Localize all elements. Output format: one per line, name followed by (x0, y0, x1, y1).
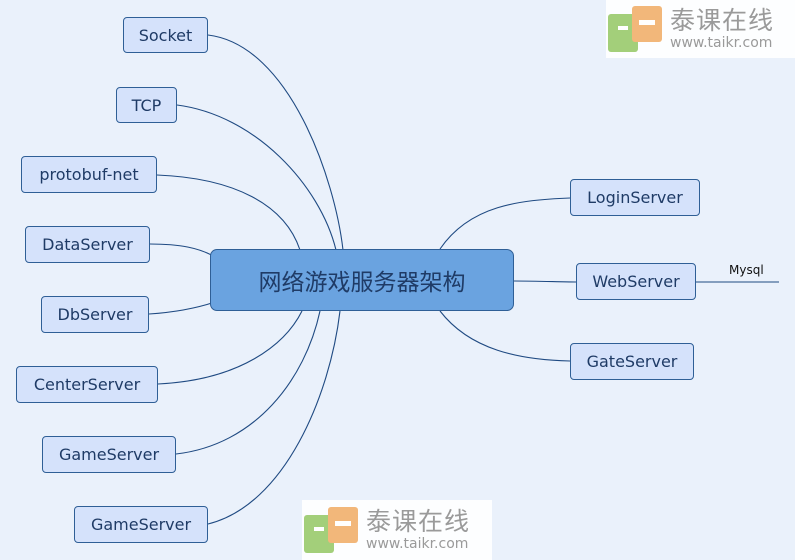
line-socket (207, 34, 344, 251)
topic-label: protobuf-net (39, 165, 139, 184)
taikr-logo-icon (606, 4, 664, 54)
topic-label: TCP (131, 95, 162, 115)
topic-protobuf-net[interactable]: protobuf-net (21, 156, 157, 193)
topic-centerserver[interactable]: CenterServer (16, 366, 158, 403)
topic-label: GateServer (586, 352, 678, 371)
watermark-name: 泰课在线 (366, 507, 471, 536)
topic-label: GameServer (58, 445, 160, 464)
line-gameserver-2 (207, 310, 341, 525)
line-tcp (176, 104, 337, 251)
topic-dbserver[interactable]: DbServer (41, 296, 149, 333)
topic-label: LoginServer (587, 188, 683, 207)
watermark-url: www.taikr.com (366, 536, 469, 552)
taikr-logo-icon (302, 505, 360, 555)
topic-socket[interactable]: Socket (123, 17, 208, 53)
topic-gateserver[interactable]: GateServer (570, 343, 694, 380)
line-gameserver (175, 310, 321, 455)
line-dbserver (148, 301, 216, 315)
line-gateserver (439, 310, 571, 362)
central-topic-label: 网络游戏服务器架构 (258, 270, 466, 296)
topic-loginserver[interactable]: LoginServer (570, 179, 700, 216)
watermark-name: 泰课在线 (670, 6, 775, 35)
topic-label: GameServer (90, 515, 192, 534)
watermark-top: 泰课在线 www.taikr.com (606, 0, 795, 58)
topic-gameserver-2[interactable]: GameServer (74, 506, 208, 543)
line-webserver (513, 280, 577, 283)
line-centerserver (157, 310, 303, 385)
topic-label: DbServer (57, 305, 133, 324)
topic-label: CenterServer (33, 375, 141, 394)
central-topic[interactable]: 网络游戏服务器架构 (210, 249, 514, 311)
topic-webserver[interactable]: WebServer (576, 263, 696, 300)
topic-label: WebServer (592, 272, 680, 291)
topic-gameserver[interactable]: GameServer (42, 436, 176, 473)
topic-label: DataServer (42, 235, 133, 254)
topic-dataserver[interactable]: DataServer (25, 226, 150, 263)
topic-tcp[interactable]: TCP (116, 87, 177, 123)
line-loginserver (439, 197, 571, 250)
subtopic-label: Mysql (729, 263, 764, 277)
subtopic-mysql[interactable]: Mysql (729, 263, 764, 277)
watermark-url: www.taikr.com (670, 35, 773, 51)
watermark-bottom: 泰课在线 www.taikr.com (302, 500, 492, 560)
line-dataserver (149, 243, 216, 258)
line-protobuf (156, 174, 301, 251)
topic-label: Socket (138, 25, 193, 45)
